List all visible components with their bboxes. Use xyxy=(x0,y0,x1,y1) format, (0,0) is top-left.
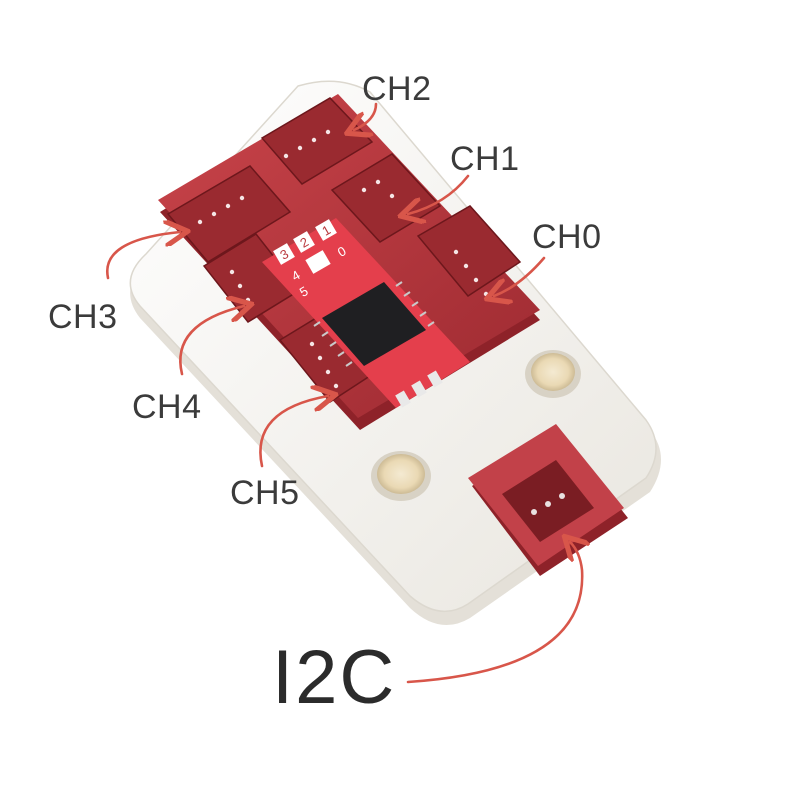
multiplexer-chip xyxy=(313,281,435,367)
port-ch3 xyxy=(166,165,292,263)
mounting-holes xyxy=(371,350,581,501)
mounting-hole-right xyxy=(531,353,575,391)
arrow-ch4 xyxy=(179,306,244,376)
arrow-i2c xyxy=(406,542,582,684)
arrow-ch3 xyxy=(105,232,180,280)
label-ch5: CH5 xyxy=(230,474,300,512)
label-ch2: CH2 xyxy=(362,70,432,108)
arrow-ch5 xyxy=(259,396,328,468)
label-i2c: I2C xyxy=(272,635,397,720)
label-ch1: CH1 xyxy=(450,140,520,178)
pcb: 3 2 1 4 0 5 xyxy=(262,218,470,408)
arrow-ch1 xyxy=(408,174,470,214)
mounting-hole-left xyxy=(377,454,425,494)
arrow-ch2 xyxy=(354,102,378,130)
arrow-ch0 xyxy=(494,256,546,296)
label-ch0: CH0 xyxy=(532,218,602,256)
label-ch4: CH4 xyxy=(132,388,202,426)
label-ch3: CH3 xyxy=(48,298,118,336)
port-ch0 xyxy=(416,205,522,297)
